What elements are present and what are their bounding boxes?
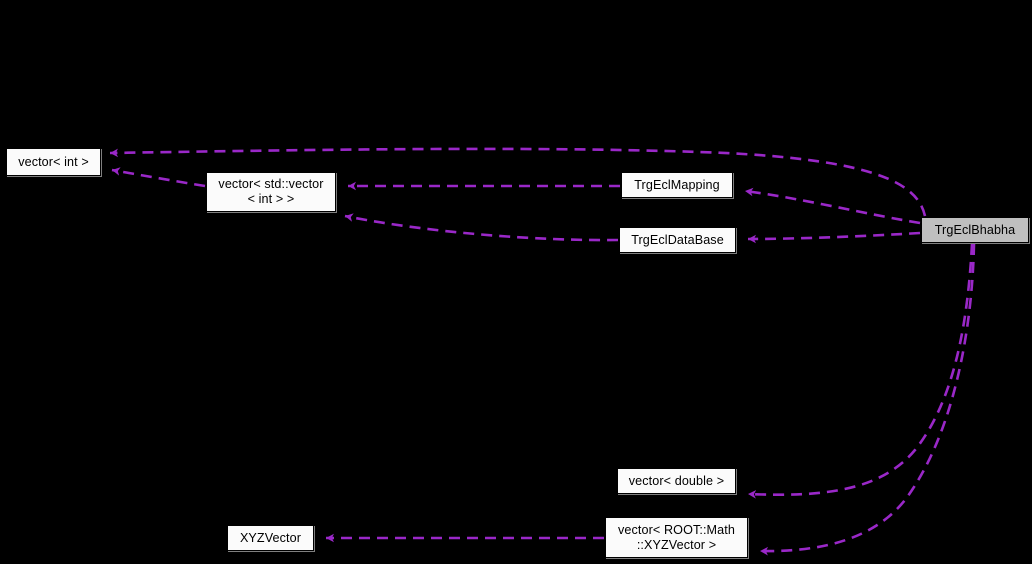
edge-trgeclbhabha-to-vector-int [109,147,927,217]
node-label: vector< int > [18,154,89,169]
node-trgeclbhabha[interactable]: TrgEclBhabha [921,217,1029,243]
edge-trgeclbhabha-to-trgeclmapping [744,187,921,225]
node-label: vector< ROOT::Math ::XYZVector > [618,522,735,552]
node-trgeclmapping[interactable]: TrgEclMapping [621,172,733,198]
node-label: vector< std::vector < int > > [218,177,324,206]
edge-trgecldatabase-to-vector-std-vector [344,213,619,242]
edge-trgeclbhabha-to-trgecldatabase [747,231,921,244]
edge-trgeclbhabha-to-vector-double [747,243,974,499]
node-label: TrgEclBhabha [934,222,1016,237]
node-xyzvector[interactable]: XYZVector [227,525,314,551]
node-label: TrgEclDataBase [631,232,724,247]
edge-vector-std-vector-to-vector-int [111,167,206,188]
node-vector-int[interactable]: vector< int > [6,148,101,176]
node-vector-std-vector-int[interactable]: vector< std::vector < int > > [206,172,336,212]
node-trgecldatabase[interactable]: TrgEclDataBase [619,227,736,253]
node-label: XYZVector [239,530,302,545]
node-label: TrgEclMapping [634,177,720,192]
node-vector-double[interactable]: vector< double > [617,468,736,494]
node-label: vector< double > [628,473,725,488]
edge-trgeclbhabha-to-vector-root-math-xyzvector [759,243,976,556]
node-vector-root-math-xyzvector[interactable]: vector< ROOT::Math ::XYZVector > [605,517,748,558]
